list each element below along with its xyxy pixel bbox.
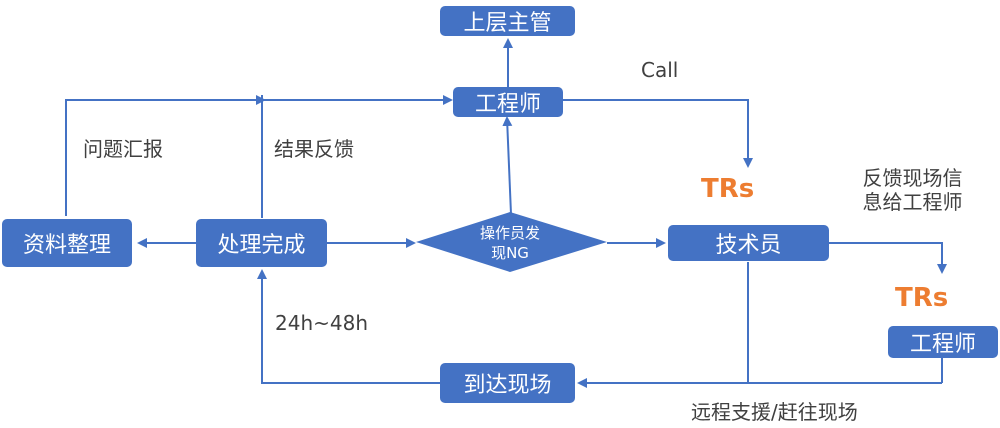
data-sorting-box: 资料整理 <box>2 219 132 267</box>
processing-done-box: 处理完成 <box>196 219 327 267</box>
problem-report-label: 问题汇报 <box>83 137 163 161</box>
trs-right-label: TRs <box>895 283 949 313</box>
operator-found-ng-label: 操作员发 现NG <box>446 222 574 264</box>
operator-found-ng-line2: 现NG <box>491 244 529 262</box>
arrow-technician-to-engineer <box>829 242 947 274</box>
arrow-operator-to-engineer <box>502 116 513 215</box>
engineer-right-box: 工程师 <box>888 326 998 358</box>
feedback-note-line2: 息给工程师 <box>862 190 963 214</box>
arrive-site-box: 到达现场 <box>440 363 575 403</box>
arrow-report-to-engineer <box>65 95 453 216</box>
arrow-technician-to-site <box>577 262 749 388</box>
technician-box: 技术员 <box>668 225 829 261</box>
supervisor-box: 上层主管 <box>440 6 575 36</box>
feedback-note: 反馈现场信 息给工程师 <box>845 166 980 214</box>
trs-top-label: TRs <box>701 174 755 204</box>
feedback-note-line1: 反馈现场信 <box>862 166 963 190</box>
arrow-engineer-to-technician <box>563 99 753 168</box>
result-feedback-label: 结果反馈 <box>274 137 354 161</box>
engineer-top-box: 工程师 <box>453 87 563 117</box>
remote-support-label: 远程支援/赶往现场 <box>691 400 858 424</box>
time-window-label: 24h~48h <box>275 311 369 335</box>
operator-diamond <box>416 212 607 272</box>
arrow-site-to-done <box>257 269 440 384</box>
operator-found-ng-line1: 操作员发 <box>479 224 540 242</box>
call-label: Call <box>641 58 679 82</box>
